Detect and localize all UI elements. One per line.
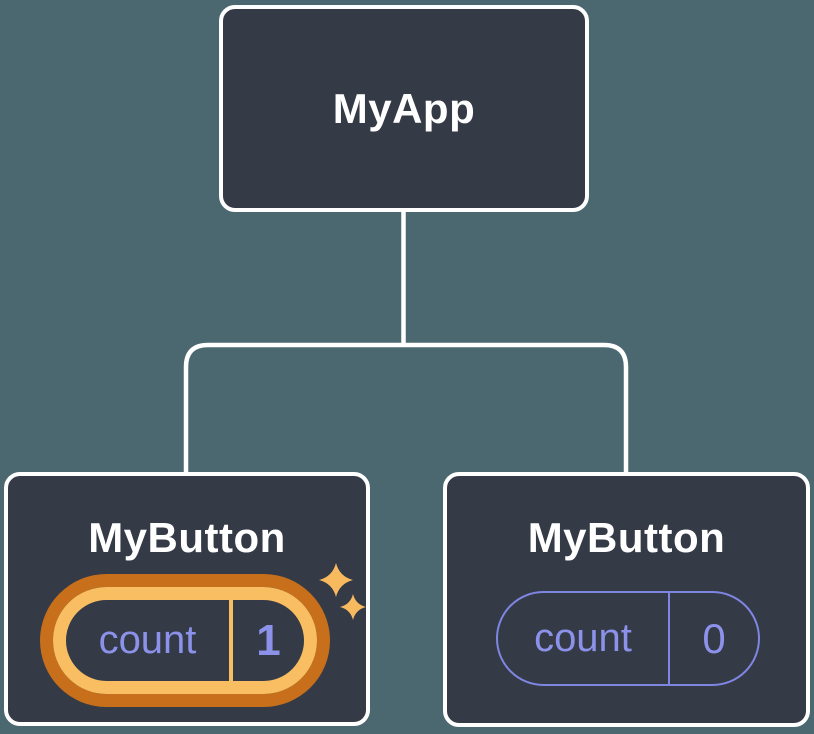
- node-myapp: MyApp: [219, 5, 589, 212]
- node-mybutton-highlighted: MyButton count 1: [4, 472, 370, 726]
- state-key: count: [534, 616, 632, 660]
- state-badge-highlighted: count 1: [53, 587, 317, 694]
- state-badge-divider: [668, 593, 670, 684]
- state-badge: count 0: [496, 591, 760, 686]
- state-value: 0: [702, 614, 726, 662]
- node-mybutton-plain: MyButton count 0: [443, 472, 810, 727]
- node-mybutton-label: MyButton: [88, 514, 286, 561]
- sparkle-small: [340, 594, 366, 620]
- state-key: count: [98, 618, 197, 662]
- state-badge-divider: [229, 600, 233, 681]
- state-value: 1: [256, 615, 281, 665]
- connector-branch-bracket: [183, 342, 629, 474]
- sparkles-icon: [319, 563, 366, 620]
- node-myapp-label: MyApp: [332, 84, 476, 132]
- node-mybutton-label: MyButton: [527, 514, 726, 561]
- sparkle-large: [319, 563, 353, 597]
